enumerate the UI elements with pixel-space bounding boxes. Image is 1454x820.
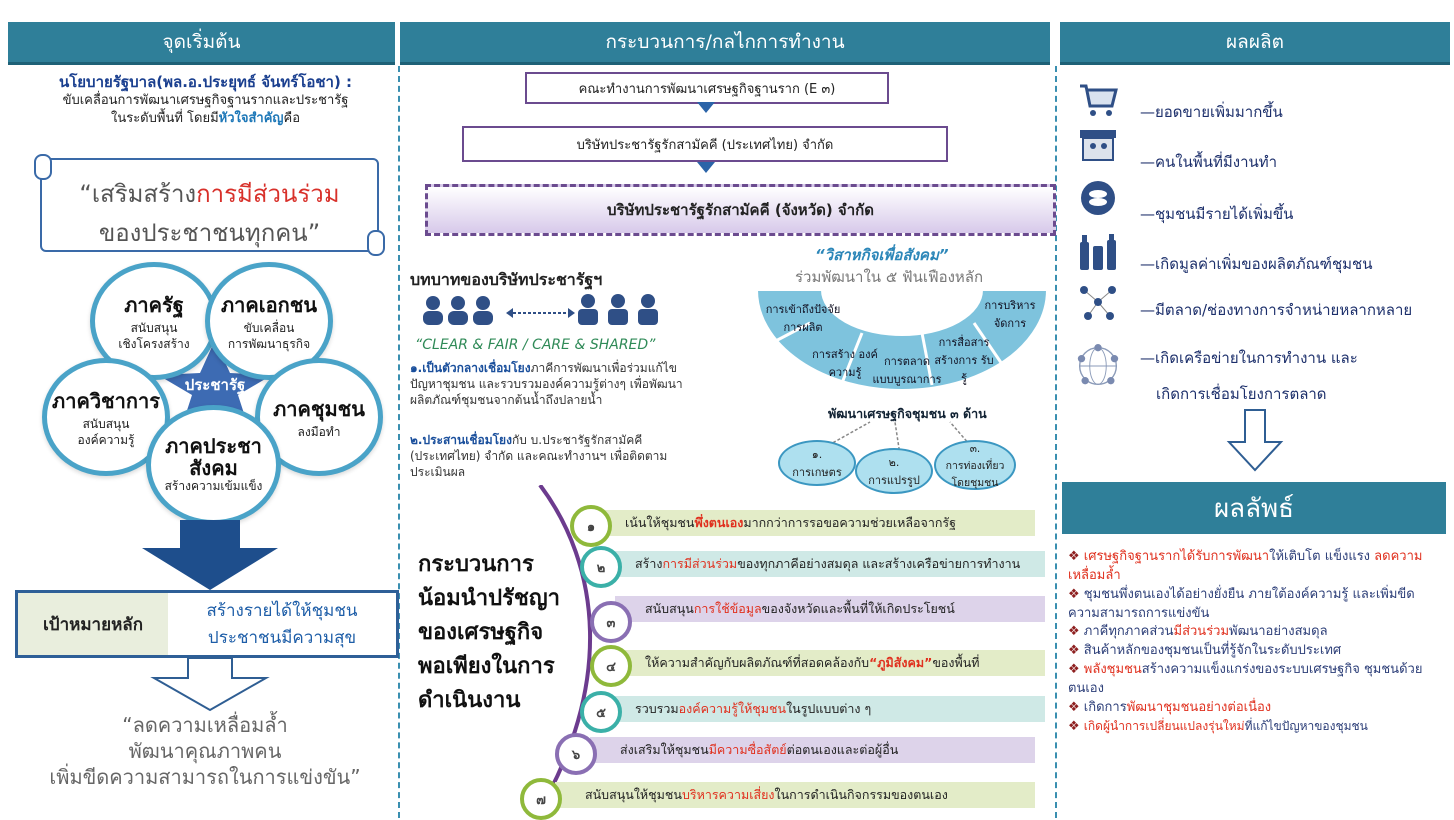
output-7: เกิดการเชื่อมโยงการตลาด	[1156, 385, 1327, 403]
pracharat-star	[150, 335, 280, 435]
policy-line1: ขับเคลื่อนการพัฒนาเศรษฐกิจฐานรากและประชา…	[62, 93, 349, 109]
people-icon	[418, 293, 678, 337]
motto: “CLEAR & FAIR / CARE & SHARED”	[415, 337, 656, 353]
outcome-4: ❖ สินค้าหลักของชุมชนเป็นที่รู้จักในระดับ…	[1068, 643, 1342, 659]
outcome-2: ❖ ชุมชนพึ่งตนเองได้อย่างยั่งยืน ภายใต้อง…	[1068, 586, 1415, 621]
center-label: ประชารัฐ	[184, 376, 246, 394]
output-1: — ยอดขายเพิ่มมากขึ้น	[1140, 103, 1283, 121]
step-3-number: ๓	[590, 601, 632, 643]
outcome-7: ❖ เกิดผู้นำการเปลี่ยนแปลงรุ่นใหม่ที่แก้ไ…	[1068, 718, 1368, 734]
step-4-number: ๔	[590, 645, 632, 687]
petal-civil-society: ภาคประชา สังคม สร้างความเข้มแข็ง	[146, 405, 281, 525]
gear-1: การเข้าถึงปัจจัย การผลิต	[765, 303, 841, 334]
header-start: จุดเริ่มต้น	[8, 22, 395, 65]
output-3: — ชุมชนมีรายได้เพิ่มขึ้น	[1140, 205, 1294, 223]
dev-processing: ๒.การแปรรูป	[855, 448, 933, 494]
se-title: “วิสาหกิจเพื่อสังคม”	[815, 246, 949, 264]
scroll-text-b: การมีส่วนร่วม	[196, 180, 340, 208]
scroll-text-a: “เสริมสร้าง	[79, 180, 197, 208]
role-title: บทบาทของบริษัทประชารัฐฯ	[410, 270, 603, 289]
role-2: ๒.ประสานเชื่อมโยงกับ บ.ประชารัฐรักสามัคค…	[410, 433, 668, 480]
output-5: — มีตลาด/ช่องทางการจำหน่ายหลากหลาย	[1140, 301, 1413, 319]
participation-scroll: “เสริมสร้างการมีส่วนร่วม ของประชาชนทุกคน…	[34, 154, 385, 256]
outcome-list: ❖ เศรษฐกิจฐานรากได้รับการพัฒนาให้เติบโต …	[1068, 548, 1446, 736]
step-6-number: ๖	[555, 733, 597, 775]
final-goal: “ลดความเหลื่อมล้ำ พัฒนาคุณภาพคน เพิ่มขีด…	[49, 713, 361, 789]
market-stall-icon	[1076, 126, 1120, 166]
coins-icon	[1076, 180, 1120, 220]
top-title-strip	[0, 0, 1454, 22]
step-1-number: ๑	[570, 505, 612, 547]
goal-label: เป้าหมายหลัก	[18, 593, 168, 655]
dev-title: พัฒนาเศรษฐกิจชุมชน ๓ ด้าน	[828, 406, 987, 421]
outcome-title: ผลลัพธ์	[1062, 482, 1446, 534]
gear-fan	[752, 285, 1052, 399]
step-7: สนับสนุนให้ชุมชนบริหารความเสี่ยงในการดำเ…	[555, 782, 1035, 808]
role-1: ๑.เป็นตัวกลางเชื่อมโยงภาคีการพัฒนาเพื่อร…	[410, 361, 683, 408]
step-2-number: ๒	[580, 546, 622, 588]
divider-right	[1055, 66, 1057, 818]
gear-3: การตลาด แบบบูรณาการ	[872, 355, 942, 386]
big-down-arrow	[140, 520, 280, 594]
gear-5: การบริหาร จัดการ	[984, 299, 1036, 330]
arrow-2	[697, 162, 715, 173]
header-output: ผลผลิต	[1060, 22, 1450, 65]
goal-text2: ประชาชนมีความสุข	[207, 628, 357, 648]
outcome-6: ❖ เกิดการพัฒนาชุมชนอย่างต่อเนื่อง	[1068, 699, 1272, 715]
arrow-1	[697, 102, 715, 113]
outcome-5: ❖ พลังชุมชนสร้างความแข็งแกร่งของระบบเศรษ…	[1068, 662, 1423, 696]
divider-left	[398, 66, 400, 818]
step-6: ส่งเสริมให้ชุมชนมีความซื่อสัตย์ต่อตนเองแ…	[590, 737, 1035, 763]
se-subtitle: ร่วมพัฒนาใน ๕ ฟันเฟืองหลัก	[795, 268, 984, 286]
step-7-number: ๗	[520, 778, 562, 820]
policy-title: นโยบายรัฐบาล(พล.อ.ประยุทธ์ จันทร์โอชา) :	[58, 73, 353, 91]
policy-line2: ในระดับพื้นที่ โดยมีหัวใจสำคัญคือ	[110, 110, 301, 126]
step-4: ให้ความสำคัญกับผลิตภัณฑ์ที่สอดคล้องกับ “…	[615, 650, 1045, 676]
dev-agriculture: ๑.การเกษตร	[778, 440, 856, 486]
process-title: กระบวนการ น้อมนำปรัชญา ของเศรษฐกิจ พอเพี…	[418, 552, 560, 714]
step-5: รวบรวมองค์ความรู้ให้ชุมชนในรูปแบบต่าง ๆ	[605, 696, 1045, 722]
policy-block: นโยบายรัฐบาล(พล.อ.ประยุทธ์ จันทร์โอชา) :…	[18, 72, 393, 127]
step-1: เน้นให้ชุมชนพึ่งตนเองมากกว่าการรอขอความช…	[595, 510, 1035, 536]
shopping-cart-icon	[1076, 80, 1120, 120]
dev-tourism: ๓.การท่องเที่ยว โดยชุมชน	[934, 440, 1016, 490]
outcome-1: ❖ เศรษฐกิจฐานรากได้รับการพัฒนาให้เติบโต …	[1068, 549, 1423, 583]
hollow-down-arrow-right	[1225, 408, 1285, 476]
gear-2: การสร้าง องค์ความรู้	[812, 348, 878, 379]
box-e3: คณะทำงานการพัฒนาเศรษฐกิจฐานราก (E ๓)	[525, 72, 889, 104]
goal-box: เป้าหมายหลัก สร้างรายได้ให้ชุมชน ประชาชน…	[15, 590, 399, 658]
header-process: กระบวนการ/กลไกการทำงาน	[400, 22, 1050, 65]
bottles-icon	[1076, 232, 1120, 272]
hollow-down-arrow-left	[150, 656, 270, 716]
step-3: สนับสนุนการใช้ข้อมูลของจังหวัดและพื้นที่…	[615, 596, 1045, 622]
gear-4: การสื่อสาร สร้างการ รับรู้	[934, 336, 994, 385]
network-people-icon	[1076, 282, 1120, 322]
output-2: — คนในพื้นที่มีงานทำ	[1140, 153, 1278, 171]
output-4: — เกิดมูลค่าเพิ่มของผลิตภัณฑ์ชุมชน	[1140, 255, 1373, 273]
output-6: — เกิดเครือข่ายในการทำงาน และ	[1140, 349, 1358, 367]
outcome-3: ❖ ภาคีทุกภาคส่วนมีส่วนร่วมพัฒนาอย่างสมดุ…	[1068, 624, 1328, 640]
scroll-text-c: ของประชาชนทุกคน”	[98, 219, 321, 247]
box-provincial-company: บริษัทประชารัฐรักสามัคคี (จังหวัด) จำกัด	[425, 184, 1056, 236]
box-national-company: บริษัทประชารัฐรักสามัคคี (ประเทศไทย) จำก…	[462, 126, 948, 162]
step-5-number: ๕	[580, 691, 622, 733]
goal-text1: สร้างรายได้ให้ชุมชน	[206, 601, 358, 621]
step-2: สร้างการมีส่วนร่วมของทุกภาคีอย่างสมดุล แ…	[605, 551, 1045, 577]
globe-network-icon	[1076, 338, 1120, 394]
